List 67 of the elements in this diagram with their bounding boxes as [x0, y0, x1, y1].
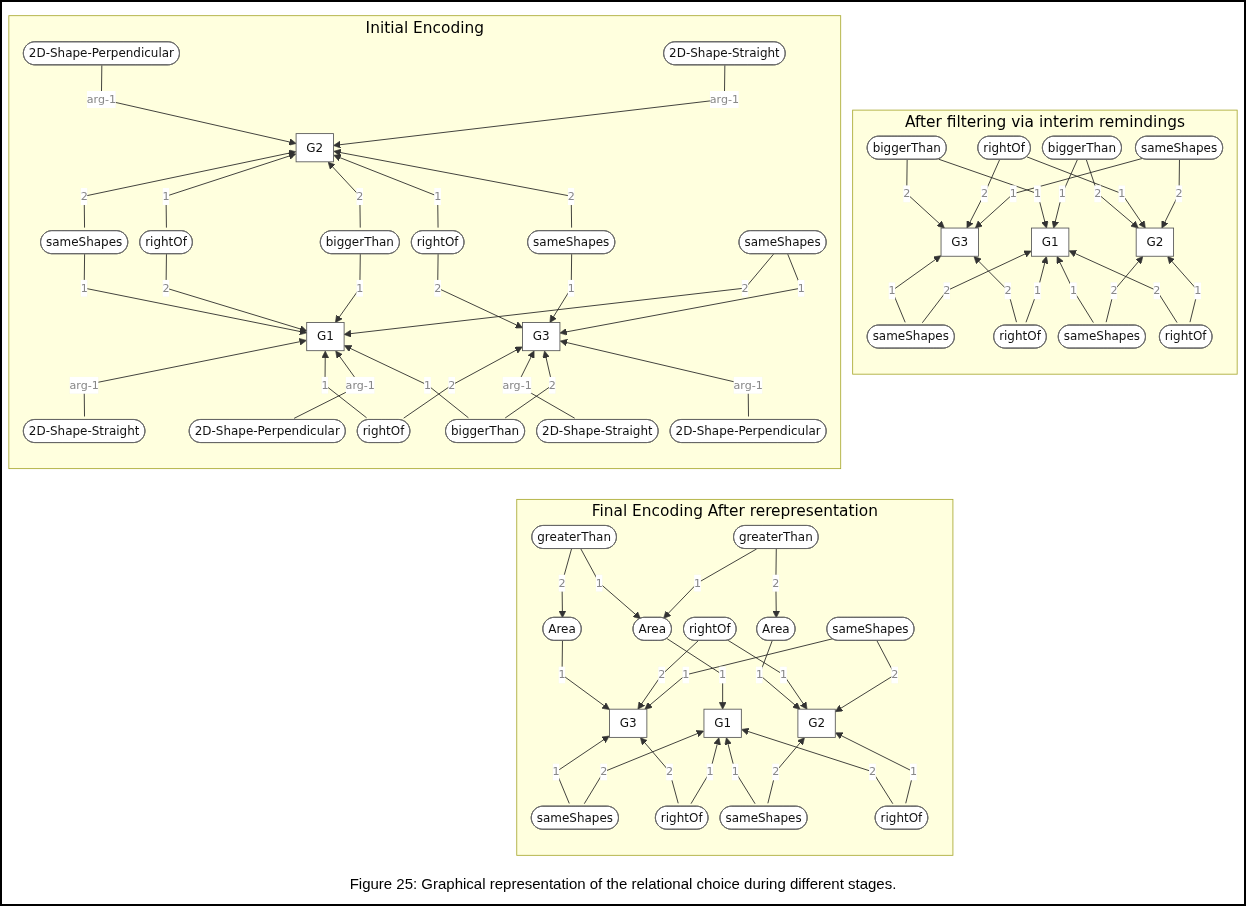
- edge-label: 1: [567, 281, 575, 295]
- node-box: G2: [797, 708, 836, 738]
- edge-label: 1: [755, 668, 763, 681]
- edge-label: arg-1: [502, 378, 532, 392]
- edge-label: arg-1: [86, 92, 117, 106]
- figure-caption: Figure 25: Graphical representation of the relational choice during different stages.: [349, 875, 897, 892]
- edge-label: 2: [666, 765, 674, 778]
- edge-label: 2: [1153, 284, 1161, 297]
- edge-label: 2: [903, 187, 911, 200]
- edge-label: 2: [567, 189, 575, 203]
- edge-label: 1: [80, 281, 88, 295]
- edge-label: 1: [910, 765, 918, 778]
- edge-label: 1: [780, 668, 788, 681]
- edge-label: 2: [600, 765, 608, 778]
- node-box: G3: [609, 708, 648, 738]
- edge-label: 1: [1058, 187, 1066, 200]
- edge-label: 2: [448, 378, 456, 392]
- edge-label: 1: [321, 378, 329, 392]
- edge-label: 1: [356, 281, 364, 295]
- edge-label: 1: [682, 668, 690, 681]
- node-box: G3: [522, 322, 561, 352]
- edge-label: 1: [595, 576, 603, 590]
- edge-label: 2: [1175, 187, 1183, 200]
- edge-label: 1: [1009, 187, 1017, 200]
- node-box: G2: [1135, 227, 1174, 257]
- edge-label: arg-1: [345, 378, 375, 392]
- edge-label: 1: [1118, 187, 1126, 200]
- edge-label: 2: [548, 378, 556, 392]
- edge-label: 1: [694, 576, 702, 590]
- edge-label: 2: [741, 281, 749, 295]
- edge-label: 1: [162, 189, 170, 203]
- edge-label: 2: [1094, 187, 1102, 200]
- edge-label: 2: [943, 284, 951, 297]
- edge-label: 2: [891, 668, 899, 681]
- node-box: G1: [703, 708, 742, 738]
- edge-label: 2: [658, 668, 666, 681]
- edge-label: 1: [1034, 187, 1042, 200]
- edge-label: 2: [558, 576, 566, 590]
- edge-label: 1: [434, 189, 442, 203]
- edge-label: 2: [1110, 284, 1118, 297]
- edge-label: 2: [772, 765, 780, 778]
- edge-label: 1: [1069, 284, 1078, 297]
- edge-label: 2: [80, 189, 88, 203]
- node-box: G3: [940, 227, 979, 257]
- edge-label: 1: [797, 281, 805, 295]
- edge-label: 1: [552, 765, 560, 778]
- edge-label: 2: [981, 187, 989, 200]
- edge-label: 2: [356, 189, 364, 203]
- edge-label: 1: [1194, 284, 1202, 297]
- edge-label: 1: [424, 378, 432, 392]
- edge-label: 2: [434, 281, 442, 295]
- edge-label: 1: [888, 284, 896, 297]
- edge-label: arg-1: [709, 92, 740, 106]
- node-box: G1: [306, 322, 345, 352]
- edge-label: arg-1: [69, 378, 99, 392]
- edge-label: 1: [1034, 284, 1042, 297]
- edge-label: 1: [558, 668, 566, 681]
- edge-label: 2: [772, 576, 780, 590]
- node-box: G2: [295, 133, 334, 163]
- node-box: G1: [1031, 227, 1070, 257]
- edge-label: 2: [162, 281, 170, 295]
- edge-label: 1: [719, 668, 727, 681]
- edge-label: 1: [706, 765, 714, 778]
- edge-label: 2: [869, 765, 877, 778]
- edge-label: 1: [731, 765, 739, 778]
- edge-label: 2: [1004, 284, 1012, 297]
- edge-label: arg-1: [733, 378, 763, 392]
